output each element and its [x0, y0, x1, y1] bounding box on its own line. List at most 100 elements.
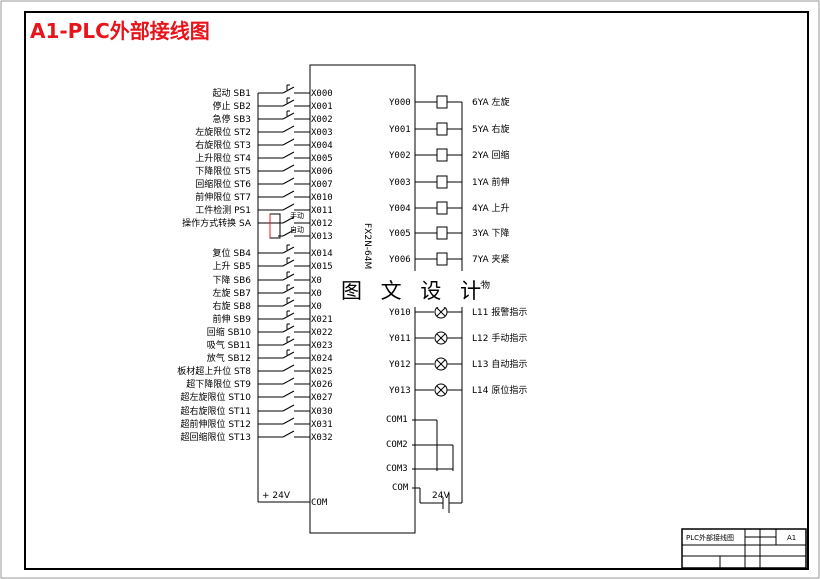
com-terminal-label: COM [392, 483, 409, 493]
input-contact-icon [278, 364, 310, 372]
input-row: 下降 SB6 X0 [213, 271, 322, 286]
coil-output-row: Y002 2YA 回缩 [389, 148, 510, 162]
input-device-label: 左旋限位 ST2 [195, 126, 251, 138]
com-terminal-label: COM3 [386, 464, 408, 474]
output-supply-label: 24V [432, 491, 450, 501]
output-device-label: 6YA 左旋 [472, 96, 510, 108]
input-address: X022 [311, 328, 333, 338]
sa-manual-label: 手动 [290, 211, 304, 220]
output-address: Y011 [389, 334, 411, 344]
output-address: Y002 [389, 151, 411, 161]
input-row: 右旋限位 ST3 X004 [195, 138, 333, 151]
input-address: X001 [311, 102, 333, 112]
input-address: X000 [311, 89, 333, 99]
input-device-label: 上升限位 ST4 [195, 152, 251, 164]
input-device-label: 急停 SB3 [213, 113, 251, 125]
input-device-label: 复位 SB4 [213, 247, 252, 259]
title-block-size: A1 [787, 534, 796, 542]
input-contact-icon [278, 377, 310, 385]
input-contact-icon [278, 310, 310, 320]
input-contact-icon [278, 430, 310, 438]
input-contact-icon [278, 84, 310, 94]
input-address: X024 [311, 354, 333, 364]
input-contact-icon [278, 110, 310, 120]
plc-model-label: FX2N-64M [362, 223, 372, 269]
output-address: Y004 [389, 204, 411, 214]
input-device-label: 超左旋限位 ST10 [180, 391, 251, 403]
input-device-label: 前伸限位 ST7 [195, 191, 251, 203]
input-address: X003 [311, 128, 333, 138]
input-address: X006 [311, 167, 333, 177]
output-device-label: 7YA 夹紧 [472, 253, 510, 265]
output-address: Y000 [389, 98, 411, 108]
title-block-name: PLC外部接线图 [686, 533, 734, 542]
input-contact-icon [278, 336, 310, 346]
title-block [681, 528, 807, 569]
input-device-label: 前伸 SB9 [213, 313, 252, 325]
input-address: X007 [311, 180, 333, 190]
input-device-label: 左旋 SB7 [213, 287, 251, 299]
coil-output-row: Y000 6YA 左旋 [389, 95, 510, 109]
output-device-label: 2YA 回缩 [472, 149, 510, 161]
sa-auto-label: 自动 [290, 225, 304, 234]
input-row: 超左旋限位 ST10 X027 [180, 390, 333, 403]
input-contact-icon [278, 203, 310, 211]
input-com-terminal: COM [311, 498, 328, 508]
output-device-label: L12 手动指示 [472, 332, 527, 344]
input-device-label: 停止 SB2 [213, 100, 251, 112]
input-address: X0 [311, 302, 322, 312]
input-address: X031 [311, 420, 333, 430]
input-address: X027 [311, 393, 333, 403]
input-device-label: 回缩限位 ST6 [195, 178, 251, 190]
indicator-lamp-icon [434, 383, 448, 397]
input-contact-icon [278, 125, 310, 133]
com-terminal-label: COM1 [386, 415, 408, 425]
input-device-label: 下降 SB6 [213, 274, 252, 286]
sa-selector-switch [269, 213, 281, 239]
input-address: X0 [311, 289, 322, 299]
output-address: Y005 [389, 229, 411, 239]
output-device-label: L13 自动指示 [472, 358, 527, 370]
solenoid-coil-icon [436, 201, 448, 215]
output-device-label: 3YA 下降 [472, 227, 510, 239]
input-address: X0 [311, 276, 322, 286]
input-contact-icon [278, 404, 310, 412]
input-contact-icon [278, 323, 310, 333]
output-address: Y006 [389, 255, 411, 265]
input-address: X026 [311, 380, 333, 390]
input-contact-icon [278, 244, 310, 254]
output-device-label: L11 报警指示 [472, 306, 527, 318]
input-address: X004 [311, 141, 333, 151]
input-contact-icon [278, 164, 310, 172]
solenoid-coil-icon [436, 252, 448, 266]
input-device-label: 右旋限位 ST3 [195, 139, 251, 151]
drawing-border [24, 11, 809, 570]
coil-output-row: Y006 7YA 夹紧 [389, 252, 510, 266]
input-contact-icon [278, 349, 310, 359]
input-device-label: 起动 SB1 [213, 88, 251, 99]
watermark-backdrop [332, 271, 480, 307]
input-device-label: 右旋 SB8 [213, 300, 252, 312]
output-address: Y010 [389, 308, 411, 318]
input-contact-icon [278, 257, 310, 267]
solenoid-coil-icon [436, 122, 448, 136]
input-address: X014 [311, 249, 333, 259]
input-contact-icon [278, 151, 310, 159]
input-address: X030 [311, 407, 333, 417]
input-row: 右旋 SB8 X0 [213, 297, 322, 312]
input-contact-icon [278, 190, 310, 198]
